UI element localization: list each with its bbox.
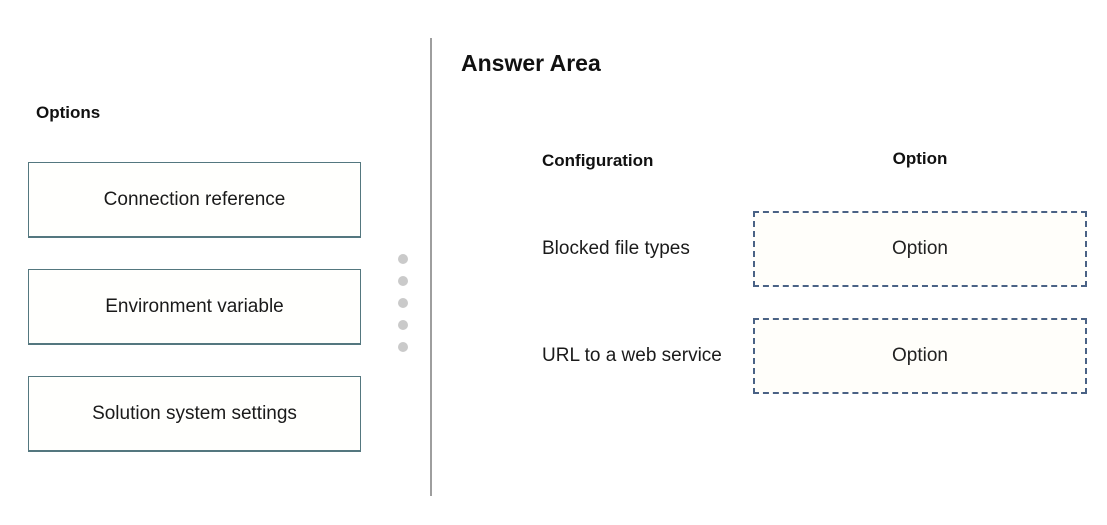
drop-zone-placeholder: Option bbox=[892, 238, 948, 259]
option-card-label: Environment variable bbox=[105, 295, 284, 317]
drop-zone-placeholder: Option bbox=[892, 345, 948, 366]
drop-zone-blocked-file-types[interactable]: Option bbox=[753, 211, 1087, 287]
answer-area-title: Answer Area bbox=[461, 50, 601, 76]
vertical-divider bbox=[430, 38, 432, 496]
option-card-connection-reference[interactable]: Connection reference bbox=[28, 162, 361, 238]
option-card-solution-system-settings[interactable]: Solution system settings bbox=[28, 376, 361, 452]
drop-zone-url-to-web-service[interactable]: Option bbox=[753, 318, 1087, 394]
dot-icon bbox=[398, 342, 408, 352]
dot-icon bbox=[398, 276, 408, 286]
column-header-configuration: Configuration bbox=[542, 151, 654, 170]
dot-icon bbox=[398, 298, 408, 308]
column-header-option: Option bbox=[892, 149, 948, 168]
option-card-label: Solution system settings bbox=[92, 402, 297, 424]
dot-icon bbox=[398, 320, 408, 330]
row-label-blocked-file-types: Blocked file types bbox=[542, 238, 690, 259]
row-label-url-to-web-service: URL to a web service bbox=[542, 345, 722, 366]
option-card-environment-variable[interactable]: Environment variable bbox=[28, 269, 361, 345]
dot-icon bbox=[398, 254, 408, 264]
option-card-label: Connection reference bbox=[103, 188, 286, 210]
options-panel-title: Options bbox=[36, 103, 101, 122]
